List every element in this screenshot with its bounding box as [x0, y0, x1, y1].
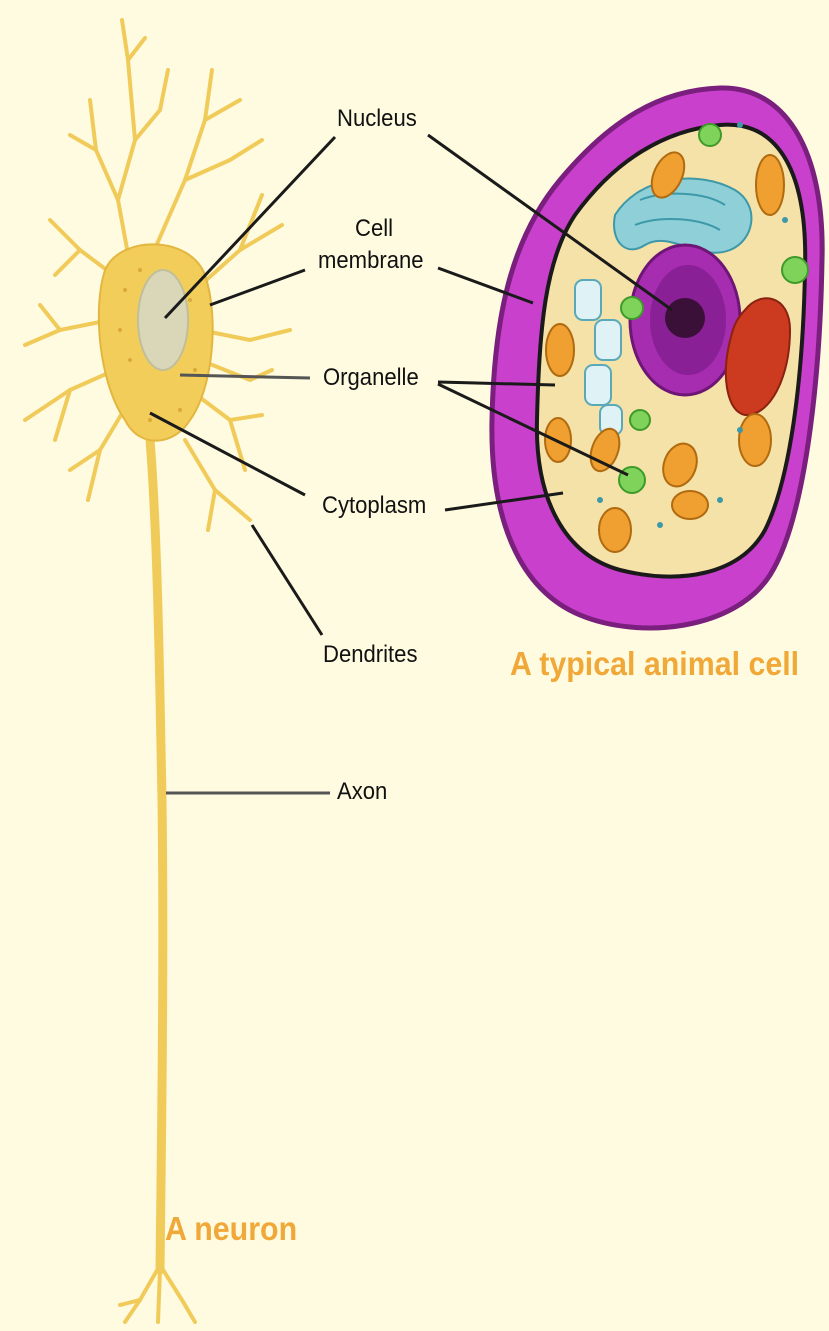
neuron-axon — [150, 440, 163, 1270]
animal-cell — [492, 88, 822, 628]
caption-animal-cell: A typical animal cell — [510, 645, 799, 683]
neuron-nucleus — [138, 270, 188, 370]
neuron — [25, 20, 290, 1322]
label-dendrites: Dendrites — [323, 642, 418, 668]
caption-neuron: A neuron — [165, 1210, 297, 1248]
leader-dendrites — [252, 525, 322, 635]
label-nucleus: Nucleus — [337, 106, 417, 132]
nucleolus — [665, 298, 705, 338]
label-organelle: Organelle — [323, 365, 419, 391]
label-cell-membrane-line1: Cell — [355, 216, 393, 242]
leader-membrane-neuron — [210, 270, 305, 305]
label-cell-membrane-line2: membrane — [318, 248, 424, 274]
leader-cytoplasm-neuron — [150, 413, 305, 495]
label-cytoplasm: Cytoplasm — [322, 493, 426, 519]
label-axon: Axon — [337, 779, 387, 805]
